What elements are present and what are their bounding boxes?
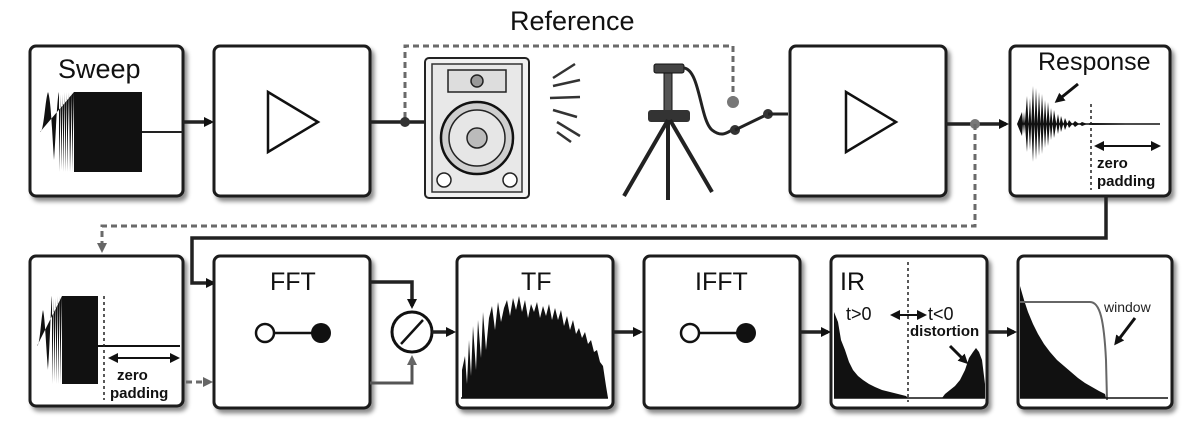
power-amplifier-block — [212, 44, 372, 198]
window-curve — [1020, 301, 1108, 401]
tf-spectrum — [462, 296, 608, 398]
tf-block: TF — [455, 254, 615, 410]
response-block: Response zero padding — [1008, 44, 1172, 198]
wire-response-to-fft — [190, 196, 1108, 288]
fft-block: FFT — [212, 254, 372, 410]
windowed-ir-block: window — [1016, 254, 1174, 410]
amplifier-triangle-icon — [266, 89, 321, 155]
fft-symbol-icon — [679, 322, 756, 344]
response-label: Response — [1038, 48, 1151, 76]
ir-label: IR — [840, 268, 865, 296]
zero-padding-text-2: padding — [1097, 173, 1155, 190]
ir-block: IR t>0 t<0 distortion — [829, 254, 989, 410]
reference-dashed-line — [403, 44, 735, 118]
t-negative-label: t<0 — [928, 304, 954, 324]
fft-symbol-icon — [254, 322, 331, 344]
fft-label: FFT — [270, 268, 316, 296]
padded-sweep-block: zero padding — [28, 254, 185, 408]
divider-icon — [390, 310, 434, 354]
microphone-tripod-icon — [622, 63, 733, 200]
window-arrow-icon — [1114, 317, 1137, 346]
sweep-waveform — [40, 92, 142, 172]
ir-causal-part — [834, 312, 908, 398]
loudspeaker-icon — [424, 57, 530, 199]
windowed-ir-waveform — [1020, 286, 1106, 398]
sweep-label: Sweep — [58, 54, 141, 84]
wire-fft-denominator — [370, 355, 417, 385]
padded-sweep-waveform — [37, 296, 98, 384]
sound-waves-icon — [549, 62, 581, 144]
zero-padding-text-2: padding — [110, 385, 168, 402]
ir-distortion-part — [942, 348, 985, 398]
input-amplifier-block — [788, 44, 948, 198]
t-positive-label: t>0 — [846, 304, 872, 324]
amplifier-triangle-icon — [844, 89, 899, 155]
ifft-label: IFFT — [695, 268, 748, 296]
reference-split-dot — [400, 117, 410, 127]
tf-label: TF — [521, 268, 552, 296]
zero-padding-text-1: zero — [1097, 155, 1128, 172]
wire-fft-numerator — [370, 280, 417, 309]
sweep-block: Sweep — [28, 44, 185, 198]
window-label: window — [1103, 299, 1152, 315]
reference-tap-dot — [727, 96, 739, 108]
response-arrow-icon — [1054, 82, 1079, 103]
distortion-arrow-icon — [948, 344, 969, 365]
zero-padding-text-1: zero — [117, 367, 148, 384]
ifft-block: IFFT — [642, 254, 802, 410]
switch-icon — [730, 109, 788, 135]
reference-dashed-down — [97, 124, 977, 253]
distortion-label: distortion — [910, 323, 979, 340]
reference-label: Reference — [510, 6, 635, 36]
